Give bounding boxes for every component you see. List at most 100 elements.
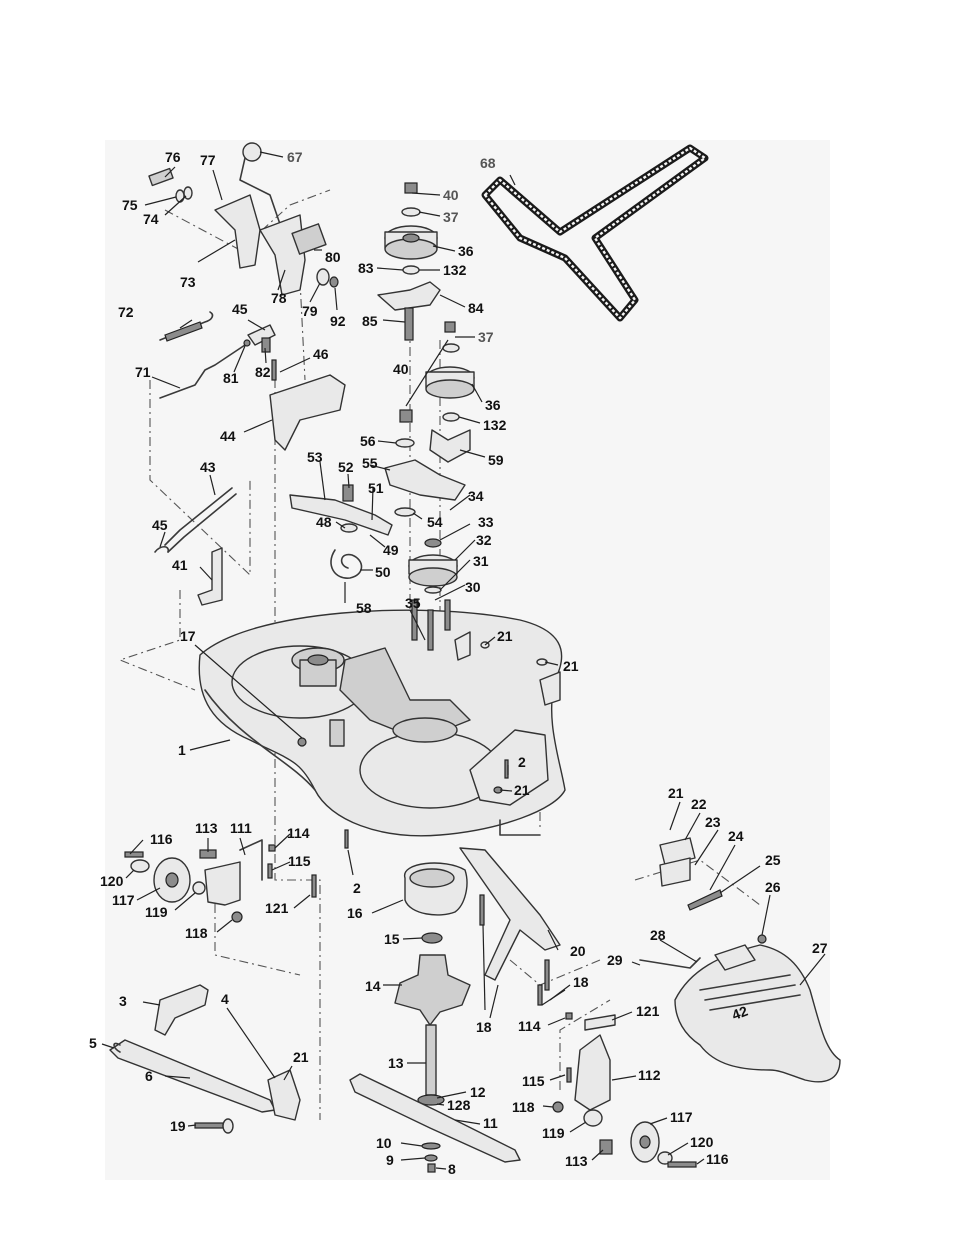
label-3: 3 [119, 993, 127, 1009]
label-111: 111 [230, 820, 252, 836]
label-83: 83 [358, 260, 374, 276]
label-132-top: 132 [443, 262, 467, 278]
deck-size-badge: 42 [730, 1003, 750, 1023]
label-34: 34 [468, 488, 484, 504]
label-36-lower: 36 [485, 397, 501, 413]
label-36-top: 36 [458, 243, 474, 259]
spring-and-rod [159, 311, 276, 399]
part-labels: 67 76 77 75 74 73 80 78 79 92 68 40 37 3… [89, 149, 828, 1177]
label-27: 27 [812, 940, 828, 956]
label-116-right: 116 [706, 1151, 729, 1167]
label-51: 51 [368, 480, 384, 496]
spindle-assembly [349, 932, 521, 1173]
mower-deck-housing [198, 609, 566, 837]
label-128: 128 [447, 1097, 471, 1113]
engagement-lever-assembly [148, 142, 339, 296]
label-78: 78 [271, 290, 287, 306]
assembly-lines [118, 189, 761, 1120]
label-45-lower: 45 [152, 517, 168, 533]
label-92: 92 [330, 313, 346, 329]
label-33: 33 [478, 514, 494, 530]
label-59: 59 [488, 452, 504, 468]
label-77: 77 [200, 152, 216, 168]
label-114-right: 114 [518, 1018, 541, 1034]
label-31: 31 [473, 553, 489, 569]
label-4: 4 [221, 991, 229, 1007]
label-115-left: 115 [288, 853, 311, 869]
label-21-a: 21 [497, 628, 513, 644]
label-71: 71 [135, 364, 151, 380]
label-54: 54 [427, 514, 443, 530]
label-8: 8 [448, 1161, 456, 1177]
label-24: 24 [728, 828, 744, 844]
label-28: 28 [650, 927, 666, 943]
label-85: 85 [362, 313, 378, 329]
label-113-left: 113 [195, 820, 218, 836]
label-115-right: 115 [522, 1073, 545, 1089]
label-82: 82 [255, 364, 271, 380]
label-20: 20 [570, 943, 586, 959]
label-12: 12 [470, 1084, 486, 1100]
label-55: 55 [362, 455, 378, 471]
label-121-right: 121 [636, 1003, 660, 1019]
label-22: 22 [691, 796, 707, 812]
label-120-left: 120 [100, 873, 124, 889]
label-21-c: 21 [514, 782, 530, 798]
label-112: 112 [638, 1067, 661, 1083]
label-68: 68 [480, 155, 496, 171]
label-32: 32 [476, 532, 492, 548]
label-52: 52 [338, 459, 354, 475]
label-113-right: 113 [565, 1153, 588, 1169]
label-81: 81 [223, 370, 239, 386]
label-44: 44 [220, 428, 236, 444]
label-17: 17 [180, 628, 196, 644]
label-118-left: 118 [185, 925, 208, 941]
label-49: 49 [383, 542, 399, 558]
label-37-top: 37 [443, 209, 459, 225]
idler-pulley-stack-upper [377, 182, 441, 341]
label-5: 5 [89, 1035, 97, 1051]
label-26: 26 [765, 879, 781, 895]
deck-hanger-assembly [109, 984, 301, 1134]
label-132-lower: 132 [483, 417, 507, 433]
label-15: 15 [384, 931, 400, 947]
deck-hardware [297, 631, 561, 849]
label-116-left: 116 [150, 831, 173, 847]
label-21-b: 21 [563, 658, 579, 674]
label-1: 1 [178, 742, 186, 758]
label-74: 74 [143, 211, 159, 227]
label-56: 56 [360, 433, 376, 449]
label-40-top: 40 [443, 187, 459, 203]
label-117-right: 117 [670, 1109, 693, 1125]
label-6: 6 [145, 1068, 153, 1084]
label-121-left: 121 [265, 900, 289, 916]
label-120-right: 120 [690, 1134, 714, 1150]
label-30: 30 [465, 579, 481, 595]
label-29: 29 [607, 952, 623, 968]
label-53: 53 [307, 449, 323, 465]
label-14: 14 [365, 978, 381, 994]
label-50: 50 [375, 564, 391, 580]
left-gauge-wheel-assembly [124, 839, 317, 923]
label-35: 35 [405, 595, 421, 611]
label-19: 19 [170, 1118, 186, 1134]
label-79: 79 [302, 303, 318, 319]
label-41: 41 [172, 557, 188, 573]
label-9: 9 [386, 1152, 394, 1168]
label-72: 72 [118, 304, 134, 320]
label-118-right: 118 [512, 1099, 535, 1115]
label-2-b: 2 [353, 880, 361, 896]
discharge-chute: 42 [639, 837, 841, 1083]
belt-shield [269, 359, 346, 451]
label-48: 48 [316, 514, 332, 530]
leader-lines [101, 151, 826, 1170]
label-117-left: 117 [112, 892, 135, 908]
label-76: 76 [165, 149, 181, 165]
label-46: 46 [313, 346, 329, 362]
label-10: 10 [376, 1135, 392, 1151]
deck-baffle [404, 862, 468, 916]
label-119-left: 119 [145, 904, 168, 920]
label-80: 80 [325, 249, 341, 265]
label-2-a: 2 [518, 754, 526, 770]
